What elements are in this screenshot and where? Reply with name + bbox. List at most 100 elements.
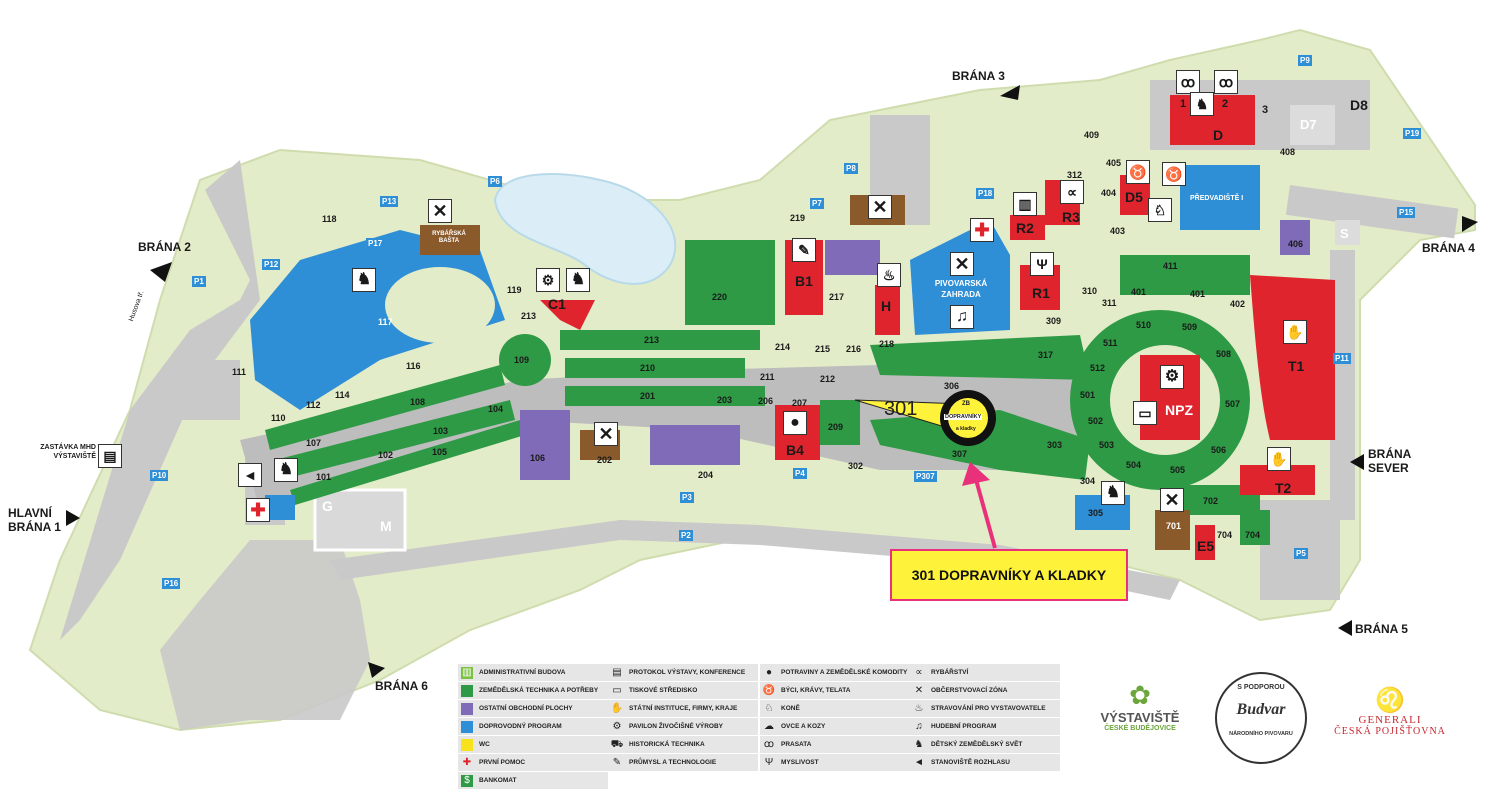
zone-green-west-3 (290, 420, 525, 505)
predvadiste-area (1180, 165, 1260, 230)
document-icon: ▤ (612, 666, 622, 678)
zone-220-area (685, 240, 775, 325)
hall-2-label: 2 (1222, 98, 1229, 110)
vystaviste-logo: ✿ VÝSTAVIŠTĚ ČESKÉ BUDĚJOVICE (1085, 680, 1195, 732)
parking-p5: P5 (1294, 548, 1308, 559)
zone-217-purple (825, 240, 880, 275)
zone-106: 106 (530, 453, 546, 463)
hall-h (875, 285, 900, 335)
fish-icon: ∝ (915, 666, 923, 678)
horse-icon: ♘ (1148, 198, 1172, 222)
legend-item: ZEMĚDĚLSKÁ TECHNIKA A POTŘEBY (458, 682, 608, 700)
parking-p8: P8 (844, 163, 858, 174)
zone-109-circle (499, 334, 551, 386)
first-aid-area (265, 495, 295, 520)
gate-5-label: BRÁNA 5 (1355, 622, 1408, 636)
hall-d-label: D (1213, 127, 1224, 143)
zone-104: 104 (488, 404, 504, 414)
zone-109: 109 (514, 355, 530, 365)
zone-503: 503 (1099, 440, 1115, 450)
place-rybarska-basta: RYBÁŘSKÁ BAŠTA (432, 231, 466, 244)
tractor-icon: ⛟ (610, 738, 624, 750)
budvar-logo: S PODPOROU Budvar NÁRODNÍHO PIVOVARU (1215, 672, 1307, 764)
rocking-horse-icon: ♞ (352, 268, 376, 292)
legend-item: WC (458, 736, 608, 754)
legend-item: ✚PRVNÍ POMOC (458, 754, 608, 772)
legend-item-label: PRŮMYSL A TECHNOLOGIE (629, 759, 717, 766)
pig-icon: ꝏ (1176, 70, 1200, 94)
legend-item-label: PROTOKOL VÝSTAVY, KONFERENCE (629, 669, 746, 676)
highlight-badge-mid: DOPRAVNÍKY (944, 414, 983, 420)
hall-3-label: 3 (1262, 104, 1269, 116)
handshake-icon: ✋ (1267, 447, 1291, 471)
gate6-arrow (368, 662, 385, 678)
megaphone-icon: ◄ (238, 463, 262, 487)
gate-1-label: HLAVNÍ BRÁNA 1 (8, 506, 61, 534)
hall-e5 (1195, 525, 1215, 560)
zone-112: 112 (306, 400, 321, 410)
legend-item: ⛟HISTORICKÁ TECHNIKA (608, 736, 758, 754)
legend-item: ♉BÝCI, KRÁVY, TELATA (760, 682, 910, 700)
south-strip (330, 520, 1180, 600)
gate1-arrow (66, 510, 80, 526)
fish-icon: ∝ (1060, 180, 1084, 204)
horse-icon: ♘ (764, 702, 774, 714)
rocking-horse-icon: ♞ (566, 268, 590, 292)
hall-c1 (540, 300, 595, 330)
legend-item: OSTATNÍ OBCHODNÍ PLOCHY (458, 700, 608, 718)
leaf-icon: ✿ (1129, 680, 1151, 710)
zone-506: 506 (1211, 445, 1227, 455)
zone-118: 118 (322, 214, 337, 224)
zone-202: 202 (597, 455, 613, 465)
zone-106-purple (520, 410, 570, 480)
hall-c1-label: C1 (548, 296, 566, 312)
zone-411: 411 (1163, 261, 1178, 271)
zone-405: 405 (1106, 158, 1122, 168)
zone-505: 505 (1170, 465, 1186, 475)
place-zastavka-mhd: ZASTÁVKA MHD VÝSTAVIŠTĚ (40, 444, 96, 460)
hall-r2 (1010, 215, 1045, 240)
hall-d7-label: D7 (1300, 117, 1317, 132)
hall-d5-label: D5 (1125, 189, 1143, 205)
zone-217: 217 (829, 292, 845, 302)
gate4-arrow (1462, 216, 1478, 232)
zone-403: 403 (1110, 226, 1126, 236)
zone-704-b: 704 (1245, 530, 1261, 540)
pivovarska-area (910, 220, 1010, 335)
highlight-callout: 301 DOPRAVNÍKY A KLADKY (890, 549, 1128, 601)
zone-312: 312 (1067, 170, 1083, 180)
building-icon: ▥ (461, 666, 473, 679)
document-icon: ▥ (1013, 192, 1037, 216)
hall-b4-label: B4 (786, 442, 804, 458)
legend-item-label: RYBÁŘSTVÍ (931, 669, 969, 676)
gate-sever-arrow (1350, 454, 1364, 470)
gate-3-label: BRÁNA 3 (952, 69, 1005, 83)
zone-317: 317 (1038, 350, 1054, 360)
parking-p11: P11 (1333, 353, 1351, 364)
zone-702: 702 (1203, 496, 1219, 506)
hall-h-label: H (881, 298, 892, 314)
zone-511: 511 (1103, 338, 1118, 348)
parking-p6: P6 (488, 176, 502, 187)
legend-item-label: STÁTNÍ INSTITUCE, FIRMY, KRAJE (629, 705, 738, 712)
lion-icon: ♌ (1375, 687, 1405, 714)
legend-item: ✎PRŮMYSL A TECHNOLOGIE (608, 754, 758, 772)
sheep-icon: ☁ (764, 720, 774, 732)
legend-item-label: ADMINISTRATIVNÍ BUDOVA (479, 669, 566, 676)
legend-item-label: OSTATNÍ OBCHODNÍ PLOCHY (479, 705, 573, 712)
gate-sever-label: BRÁNA SEVER (1368, 447, 1411, 475)
zone-111: 111 (232, 367, 247, 377)
zone-102: 102 (378, 450, 394, 460)
zone-303 (870, 410, 1090, 480)
zone-103: 103 (433, 426, 449, 436)
zone-704-a: 704 (1217, 530, 1233, 540)
hall-r2-label: R2 (1016, 220, 1034, 236)
generali-logo: ♌ GENERALI ČESKÁ POJIŠŤOVNA (1330, 687, 1450, 738)
gate-4-label: BRÁNA 4 (1422, 241, 1475, 255)
parking-p307: P307 (914, 471, 937, 482)
first-aid-icon: ✚ (462, 756, 472, 768)
apple-icon: ● (783, 411, 807, 435)
food-icon: ♨ (914, 702, 924, 714)
legend-item: ♞DĚTSKÝ ZEMĚDĚLSKÝ SVĚT (910, 736, 1060, 754)
legend-item-label: OBČERSTVOVACÍ ZÓNA (931, 687, 1008, 694)
